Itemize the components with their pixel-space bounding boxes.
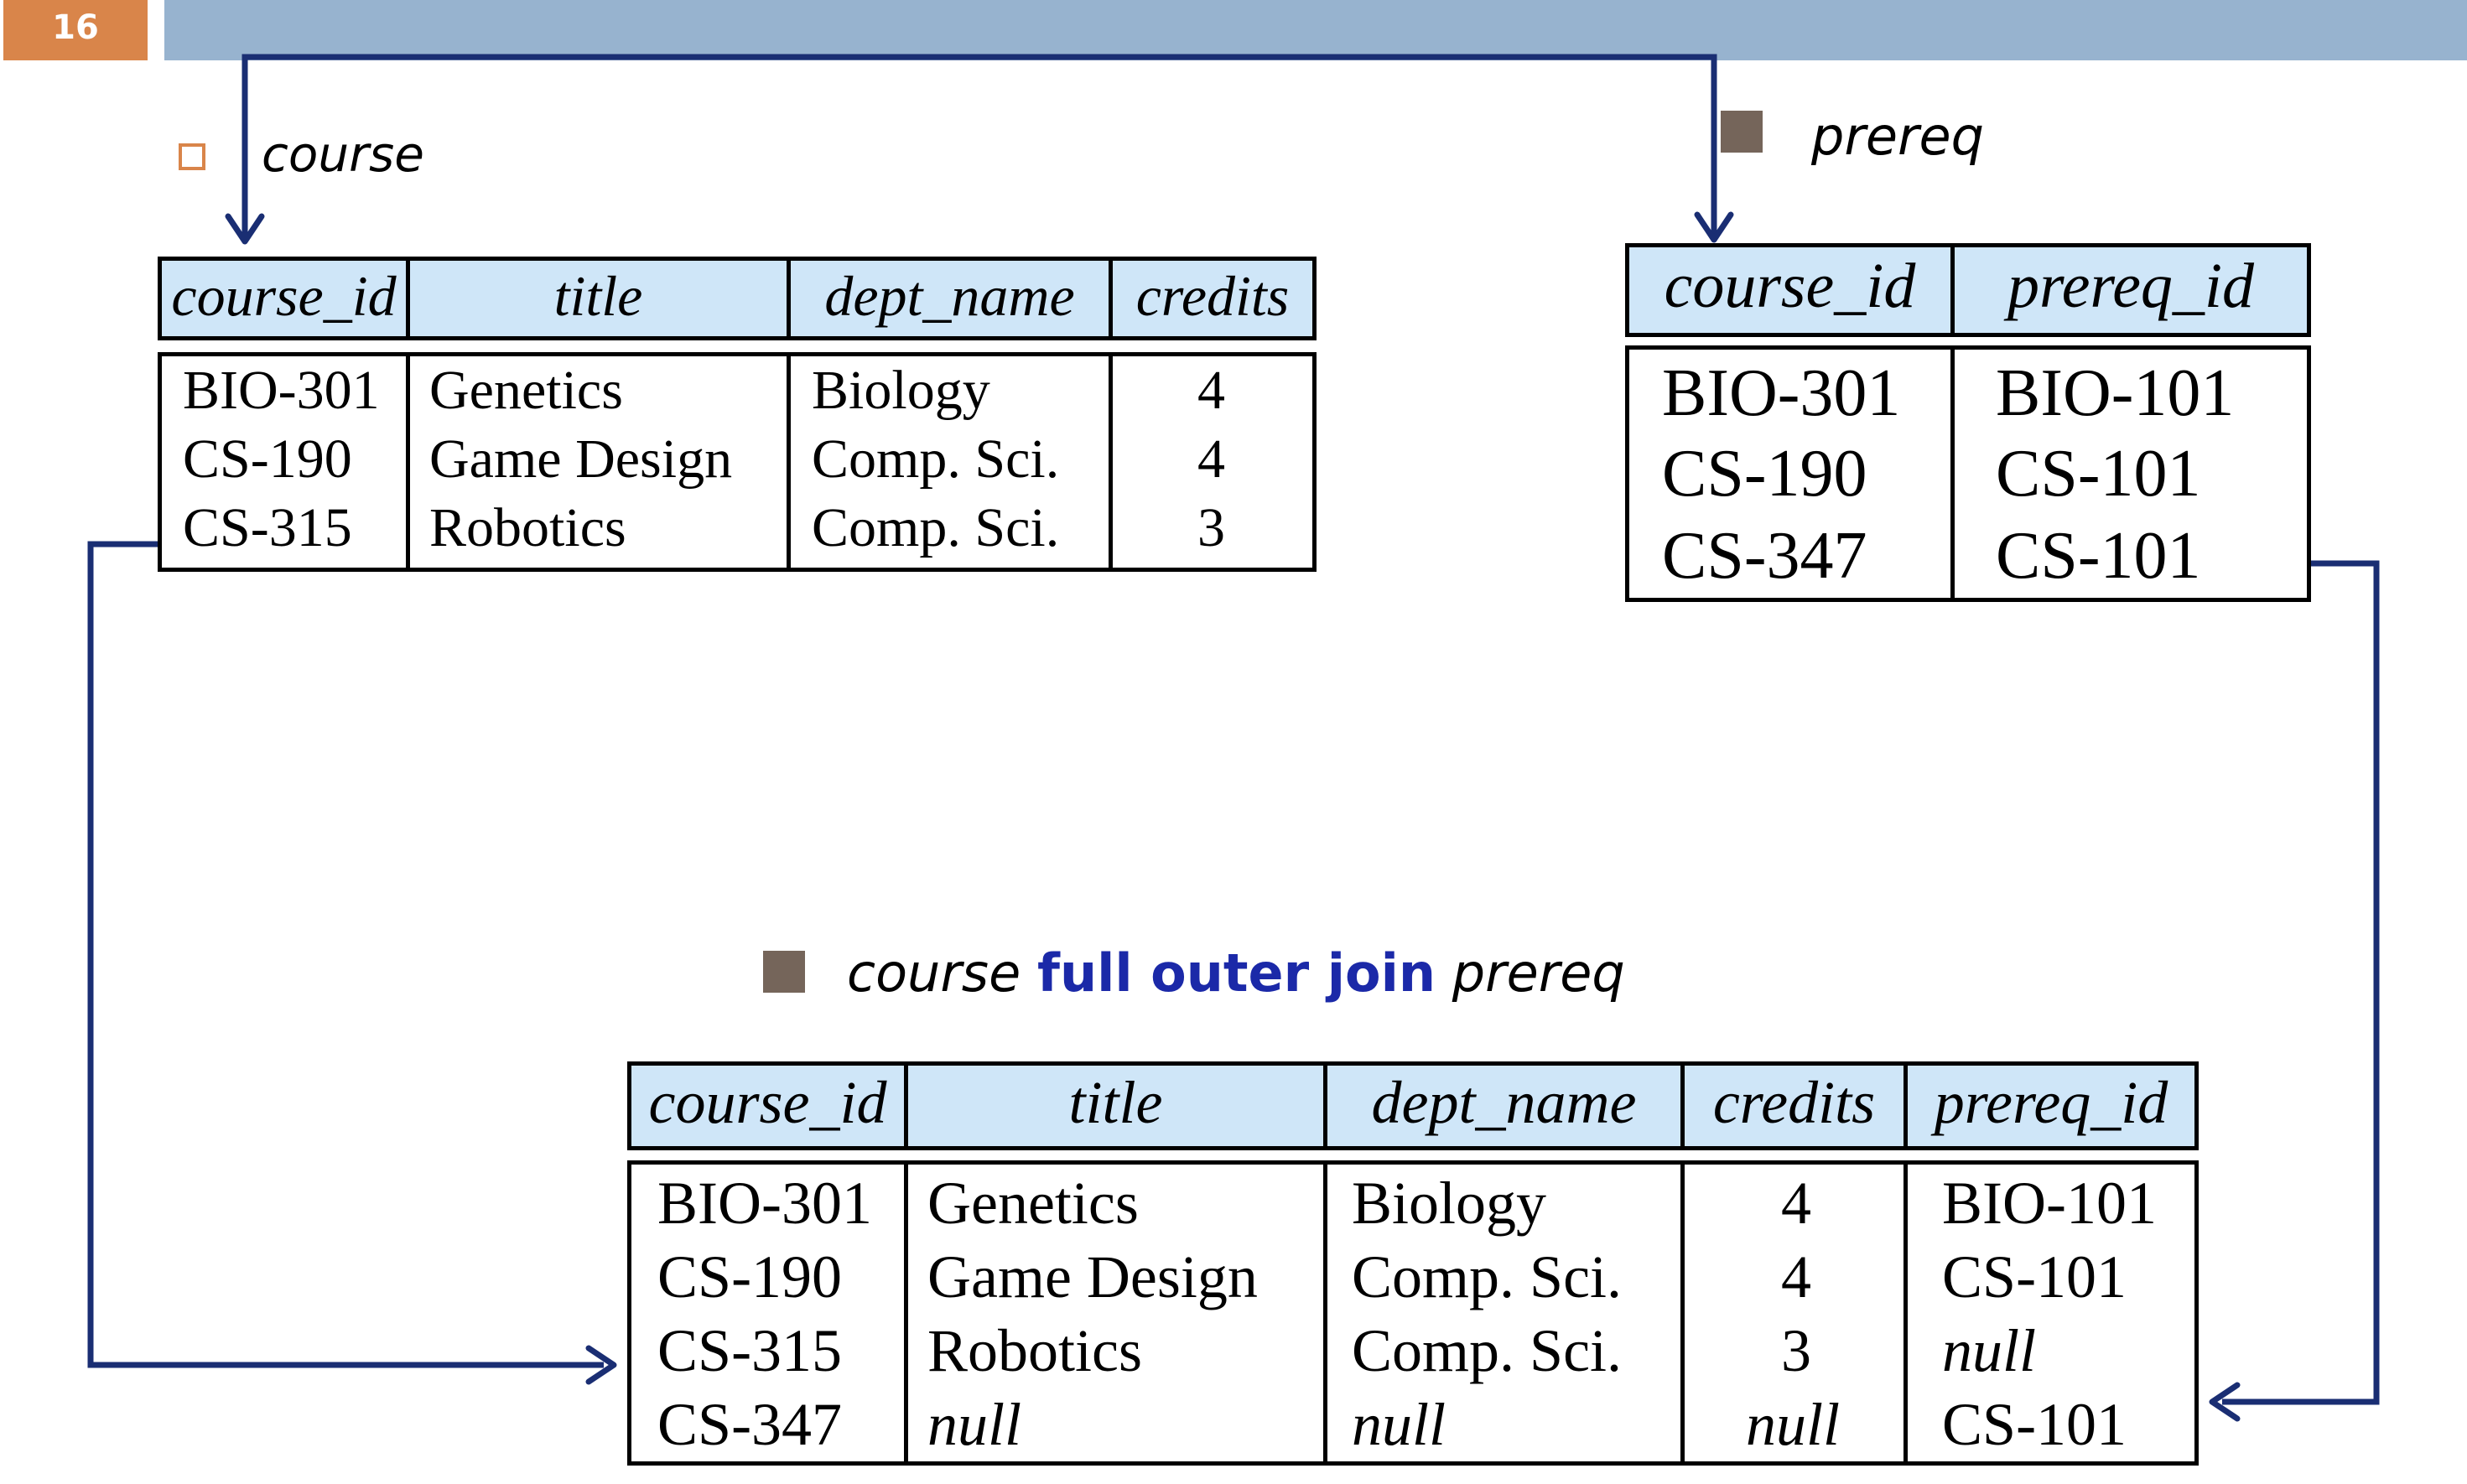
result-cell: 4 [1781,1170,1811,1237]
course-col-title: title [553,264,643,328]
course-cell: Game Design [429,428,733,490]
result-label: course full outer join prereq [847,942,1625,1004]
course-col-dept-name: dept_name [824,264,1075,328]
prereq-table-header [1625,243,2311,337]
prereq-cell: BIO-301 [1662,356,1901,430]
prereq-cell: CS-101 [1996,519,2201,593]
result-cell: Biology [1352,1170,1547,1237]
result-label-left: course [847,942,1021,1004]
result-cell: CS-315 [657,1317,843,1384]
result-col-prereq-id: prereq_id [1934,1069,2168,1136]
course-col-credits: credits [1135,264,1290,328]
result-cell: Robotics [927,1317,1143,1384]
result-bullet-icon [763,951,805,993]
course-cell: Biology [812,360,990,421]
result-cell: BIO-301 [657,1170,872,1237]
course-cell: Comp. Sci. [812,428,1060,490]
arrow-right-connector [2222,560,2380,1405]
arrow-top-connector [242,54,1717,240]
prereq-cell: CS-347 [1662,519,1867,593]
result-cell: Comp. Sci. [1352,1243,1623,1310]
result-label-keyword: full outer join [1036,942,1436,1004]
prereq-col-course-id: course_id [1664,251,1916,321]
course-cell: CS-190 [183,428,352,490]
prereq-col-prereq-id: prereq_id [2007,251,2255,321]
result-table-header [627,1061,2199,1150]
top-bar [164,0,2467,60]
result-cell: Comp. Sci. [1352,1317,1623,1384]
course-col-course-id: course_id [171,264,397,328]
result-cell: CS-190 [657,1243,843,1310]
result-col-dept-name: dept_name [1371,1069,1637,1136]
result-label-right: prereq [1452,942,1625,1004]
arrowhead-left [585,1345,617,1385]
result-cell: 4 [1781,1243,1811,1310]
result-col-title: title [1068,1069,1163,1136]
course-cell: Genetics [429,360,623,421]
prereq-bullet-icon [1721,111,1763,153]
result-cell: CS-101 [1942,1391,2127,1458]
course-table-header [158,257,1317,340]
result-cell: BIO-101 [1942,1170,2157,1237]
arrowhead-right [2209,1382,2241,1422]
prereq-cell: CS-190 [1662,437,1867,511]
arrowhead-course [225,213,265,245]
result-col-course-id: course_id [648,1069,887,1136]
result-cell-null: null [1352,1391,1446,1458]
result-table-body [627,1160,2199,1466]
result-cell: Genetics [927,1170,1139,1237]
course-cell: 4 [1197,428,1225,490]
course-cell: BIO-301 [183,360,380,421]
prereq-table-body [1625,345,2311,602]
prereq-label: prereq [1811,106,1984,167]
arrowhead-prereq [1694,211,1734,243]
course-cell: 3 [1197,497,1225,558]
result-cell: CS-101 [1942,1243,2127,1310]
course-cell: Robotics [429,497,626,558]
result-cell: CS-347 [657,1391,843,1458]
course-cell: 4 [1197,360,1225,421]
course-cell: CS-315 [183,497,352,558]
prereq-cell: CS-101 [1996,437,2201,511]
result-cell: 3 [1781,1317,1811,1384]
result-cell-null: null [927,1391,1022,1458]
course-bullet-icon [179,143,205,170]
course-label: course [262,126,424,183]
course-table-body [158,352,1317,572]
arrow-left-connector [87,541,604,1368]
course-cell: Comp. Sci. [812,497,1060,558]
page-number: 16 [3,0,148,60]
result-cell: Game Design [927,1243,1258,1310]
result-cell-null: null [1942,1317,2037,1384]
prereq-cell: BIO-101 [1996,356,2235,430]
result-cell-null: null [1746,1391,1841,1458]
result-col-credits: credits [1712,1069,1876,1136]
